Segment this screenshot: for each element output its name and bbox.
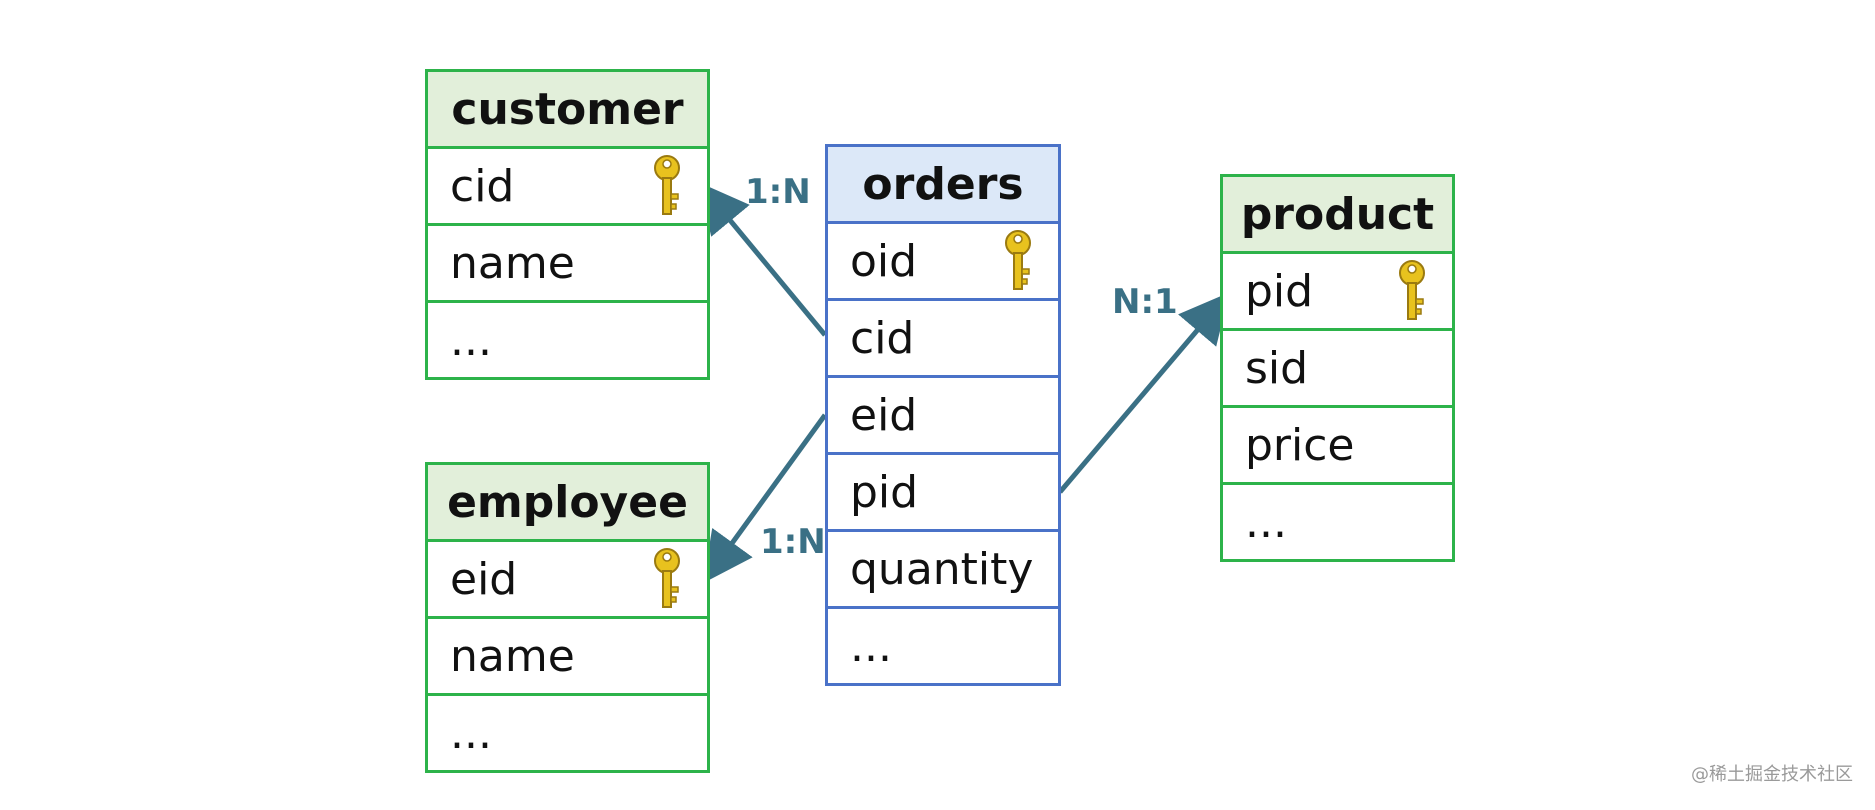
orders-field-quantity: quantity (828, 532, 1058, 609)
field-label: ... (450, 707, 492, 759)
watermark: @稀土掘金技术社区 (1691, 764, 1853, 785)
field-label: quantity (850, 543, 1034, 595)
primary-key-icon (654, 548, 680, 608)
primary-key-icon (1399, 260, 1425, 320)
orders-table-title: orders (828, 147, 1058, 224)
field-label: oid (850, 235, 918, 287)
field-label: ... (450, 314, 492, 366)
customer-table: customer cid name ... (425, 69, 710, 380)
relation-label-orders-product: N:1 (1112, 282, 1178, 322)
field-label: eid (850, 389, 918, 441)
relation-label-orders-employee: 1:N (760, 522, 826, 562)
employee-field-more: ... (428, 696, 707, 770)
orders-field-eid: eid (828, 378, 1058, 455)
product-field-pid: pid (1223, 254, 1452, 331)
employee-table: employee eid name ... (425, 462, 710, 773)
field-label: name (450, 630, 575, 682)
arrow-orders-cid-to-customer (698, 182, 827, 337)
employee-field-eid: eid (428, 542, 707, 619)
field-label: sid (1245, 342, 1309, 394)
employee-table-title: employee (428, 465, 707, 542)
customer-field-more: ... (428, 303, 707, 377)
orders-field-pid: pid (828, 455, 1058, 532)
field-label: pid (850, 466, 919, 518)
field-label: cid (850, 312, 915, 364)
orders-field-cid: cid (828, 301, 1058, 378)
product-field-price: price (1223, 408, 1452, 485)
customer-field-cid: cid (428, 149, 707, 226)
orders-field-more: ... (828, 609, 1058, 683)
relation-label-orders-customer: 1:N (745, 172, 811, 212)
primary-key-icon (654, 155, 680, 215)
customer-field-name: name (428, 226, 707, 303)
orders-table: orders oid cid eid pid quantity ... (825, 144, 1061, 686)
product-table-title: product (1223, 177, 1452, 254)
field-label: cid (450, 160, 515, 212)
orders-field-oid: oid (828, 224, 1058, 301)
field-label: ... (850, 620, 892, 672)
product-field-more: ... (1223, 485, 1452, 559)
product-field-sid: sid (1223, 331, 1452, 408)
field-label: price (1245, 419, 1355, 471)
field-label: name (450, 237, 575, 289)
employee-field-name: name (428, 619, 707, 696)
primary-key-icon (1005, 230, 1031, 290)
field-label: pid (1245, 265, 1314, 317)
arrow-orders-eid-to-employee (703, 413, 828, 584)
field-label: eid (450, 553, 518, 605)
customer-table-title: customer (428, 72, 707, 149)
field-label: ... (1245, 496, 1287, 548)
product-table: product pid sid price ... (1220, 174, 1455, 562)
arrow-orders-pid-to-product (1058, 292, 1230, 494)
